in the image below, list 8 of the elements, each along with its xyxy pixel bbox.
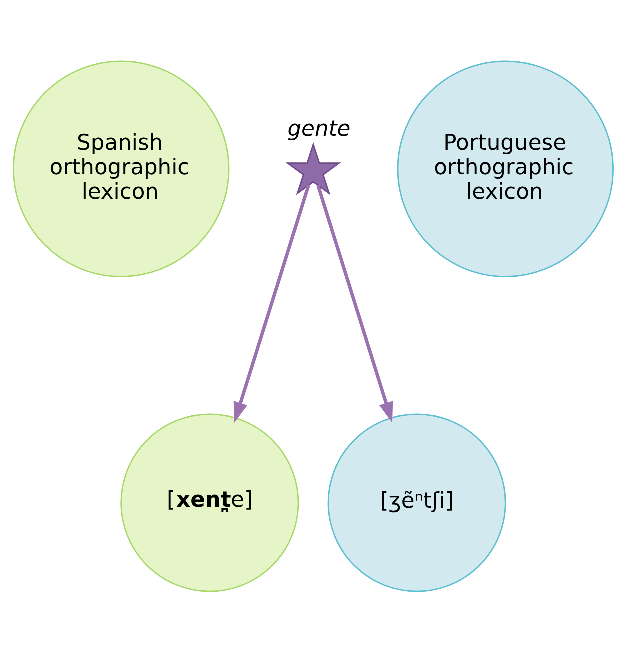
node-star	[286, 142, 342, 196]
node-circle: Portuguese orthographic lexicon	[397, 60, 614, 278]
arrow	[316, 185, 394, 423]
arrow	[234, 185, 310, 423]
node-circle: [ʒẽⁿtʃi]	[328, 414, 506, 592]
node-circle: Spanish orthographic lexicon	[13, 60, 230, 278]
node-circle: [xent̪e]	[120, 414, 300, 592]
node-label: gente	[288, 117, 351, 142]
